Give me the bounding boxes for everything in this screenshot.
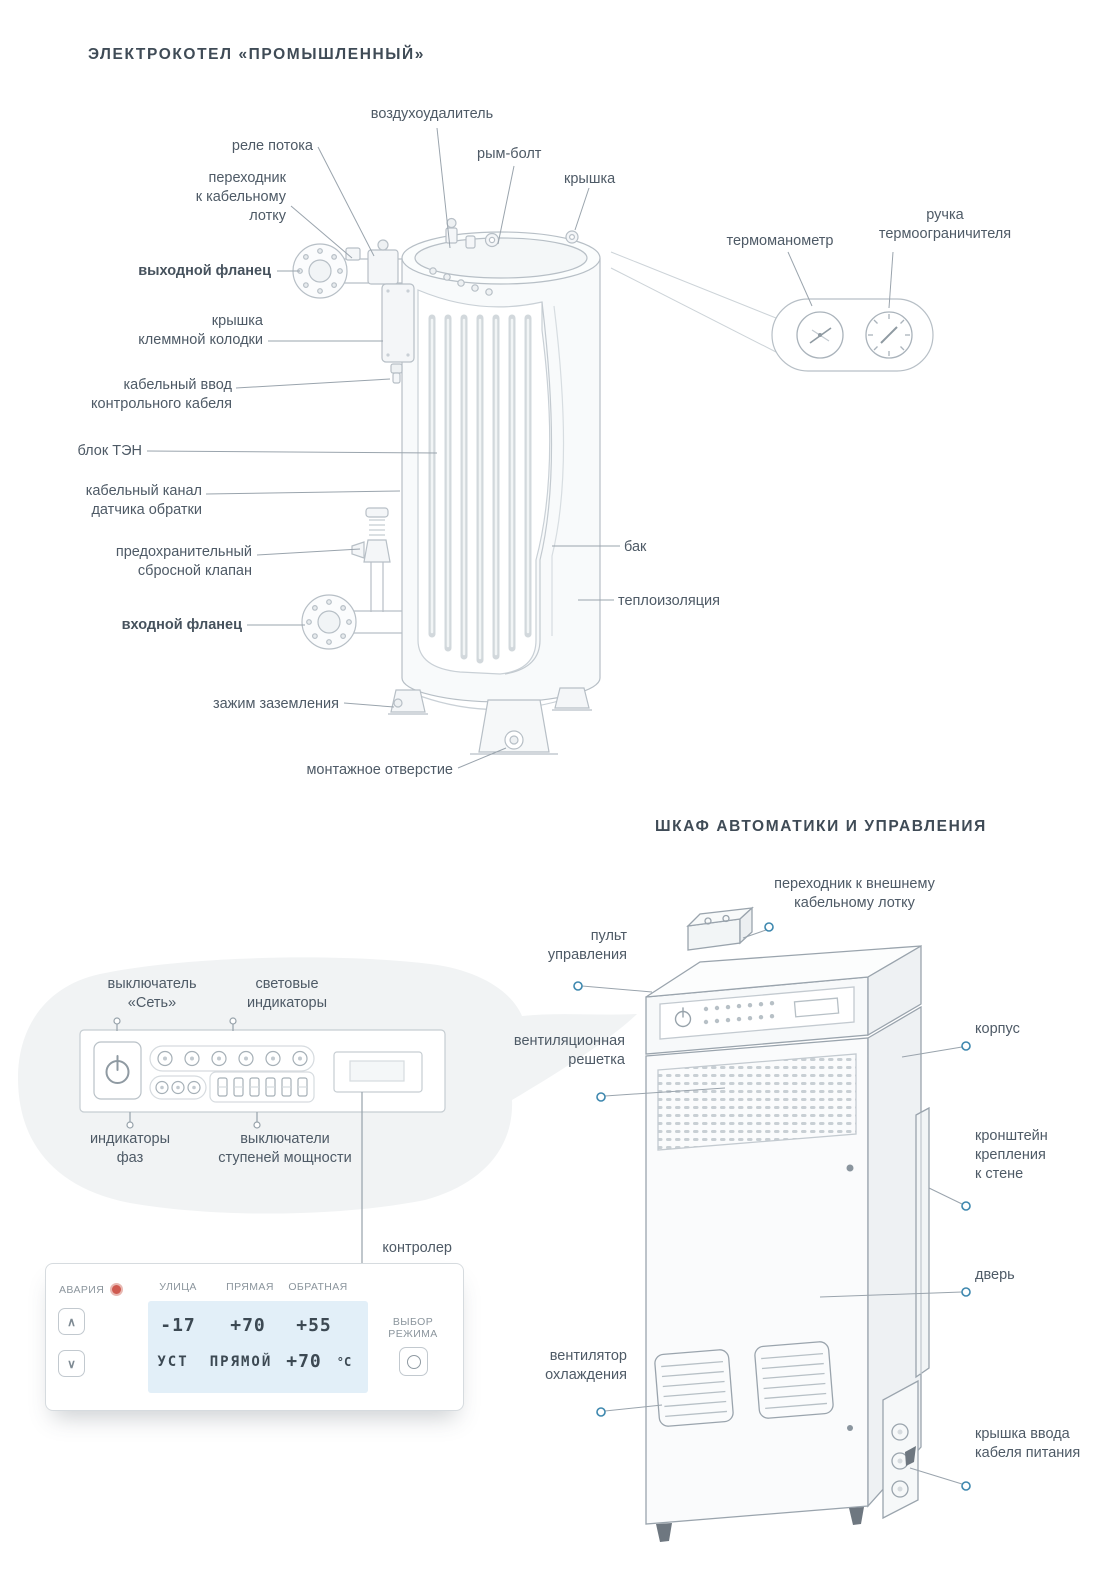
label-tank: бак [624, 539, 647, 555]
label-controller: контролер [382, 1240, 452, 1256]
up-chevron-icon: ∧ [67, 1314, 76, 1329]
gauges-callout [610, 251, 934, 372]
controller-panel: АВАРИЯ ∧ ∨ УЛИЦА ПРЯМАЯ ОБРАТНАЯ -17 +70… [45, 1263, 464, 1411]
label-power-cable-cover: крышка ввода кабеля питания [975, 1426, 1081, 1462]
label-wall-bracket: кронштейн крепления к стене [975, 1128, 1048, 1183]
label-insulation: теплоизоляция [618, 593, 720, 609]
light-indicators-group [149, 1045, 315, 1072]
set-label: УСТ [157, 1354, 189, 1370]
column-supply: ПРЯМАЯ [226, 1281, 274, 1293]
label-air-vent: воздухоудалитель [370, 106, 494, 122]
mode-select-button[interactable] [399, 1347, 428, 1376]
label-control-cable-entry: кабельный ввод контрольного кабеля [91, 377, 232, 413]
label-outlet-flange: выходной фланец [138, 263, 271, 279]
label-thermomanometer: термоманометр [726, 233, 834, 249]
cabinet-leader-lines [581, 929, 963, 1485]
label-external-tray-adapter: переходник к внешнему кабельному лотку [774, 876, 935, 912]
label-door: дверь [975, 1267, 1015, 1283]
alarm-led-icon [110, 1283, 123, 1296]
label-step-switches: выключатели ступеней мощности [218, 1131, 352, 1167]
temperature-display: -17 +70 +55 УСТ ПРЯМОЙ +70 °C [148, 1301, 368, 1393]
limiter-knob-icon [865, 311, 913, 359]
label-safety-valve: предохранительный сбросной клапан [115, 544, 252, 580]
label-mounting-hole: монтажное отверстие [306, 762, 453, 778]
label-phase-indicators: индикаторы фаз [89, 1131, 171, 1167]
label-ground-clamp: зажим заземления [212, 696, 339, 712]
column-return: ОБРАТНАЯ [288, 1281, 348, 1293]
thermomanometer-gauge-icon [796, 311, 844, 359]
cabinet-title: ШКАФ АВТОМАТИКИ И УПРАВЛЕНИЯ [655, 818, 987, 835]
strip-display [333, 1051, 423, 1093]
boiler-title: ЭЛЕКТРОКОТЕЛ «ПРОМЫШЛЕННЫЙ» [88, 46, 426, 63]
phase-indicators-group [149, 1075, 207, 1100]
label-eye-bolt: рым-болт [477, 146, 542, 162]
boiler-leader-lines [146, 127, 894, 769]
mode-button-ring-icon [406, 1354, 421, 1369]
supply-temp-value: +70 [230, 1315, 266, 1336]
set-temp-value: +70 [286, 1351, 322, 1372]
label-cooling-fan: вентилятор охлаждения [545, 1348, 627, 1384]
label-cable-tray-adapter: переходник к кабельному лотку [195, 170, 286, 225]
power-icon [105, 1055, 130, 1084]
label-flow-relay: реле потока [231, 138, 313, 154]
label-terminal-cover: крышка клеммной колодки [138, 313, 263, 349]
label-sensor-duct: кабельный канал датчика обратки [85, 483, 202, 519]
power-step-switches-group[interactable] [209, 1071, 315, 1103]
label-lid: крышка [564, 171, 616, 187]
alarm-label: АВАРИЯ [59, 1284, 105, 1296]
up-button[interactable]: ∧ [58, 1308, 85, 1335]
label-light-indicators: световые индикаторы [246, 976, 328, 1012]
return-temp-value: +55 [296, 1315, 332, 1336]
panel-strip-illustration [79, 1017, 446, 1264]
column-outdoor: УЛИЦА [159, 1281, 197, 1293]
celsius-unit: °C [336, 1355, 352, 1369]
outdoor-temp-value: -17 [160, 1315, 196, 1336]
down-button[interactable]: ∨ [58, 1350, 85, 1377]
boiler-illustration [292, 217, 601, 755]
label-power-switch: выключатель «Сеть» [107, 976, 197, 1012]
label-cabinet-body: корпус [975, 1021, 1020, 1037]
label-heater-block: блок ТЭН [77, 443, 142, 459]
label-limiter-handle: ручка термоограничителя [878, 207, 1012, 243]
power-switch-button[interactable] [93, 1041, 142, 1100]
callout-markers [573, 922, 971, 1491]
down-chevron-icon: ∨ [67, 1356, 76, 1371]
label-vent-grille: вентиляционная решетка [513, 1033, 625, 1069]
set-mode-label: ПРЯМОЙ [209, 1354, 273, 1370]
label-inlet-flange: входной фланец [121, 617, 242, 633]
cabinet-illustration [645, 906, 930, 1542]
mode-select-label: ВЫБОР РЕЖИМА [388, 1316, 438, 1340]
label-control-panel: пульт управления [547, 928, 627, 964]
